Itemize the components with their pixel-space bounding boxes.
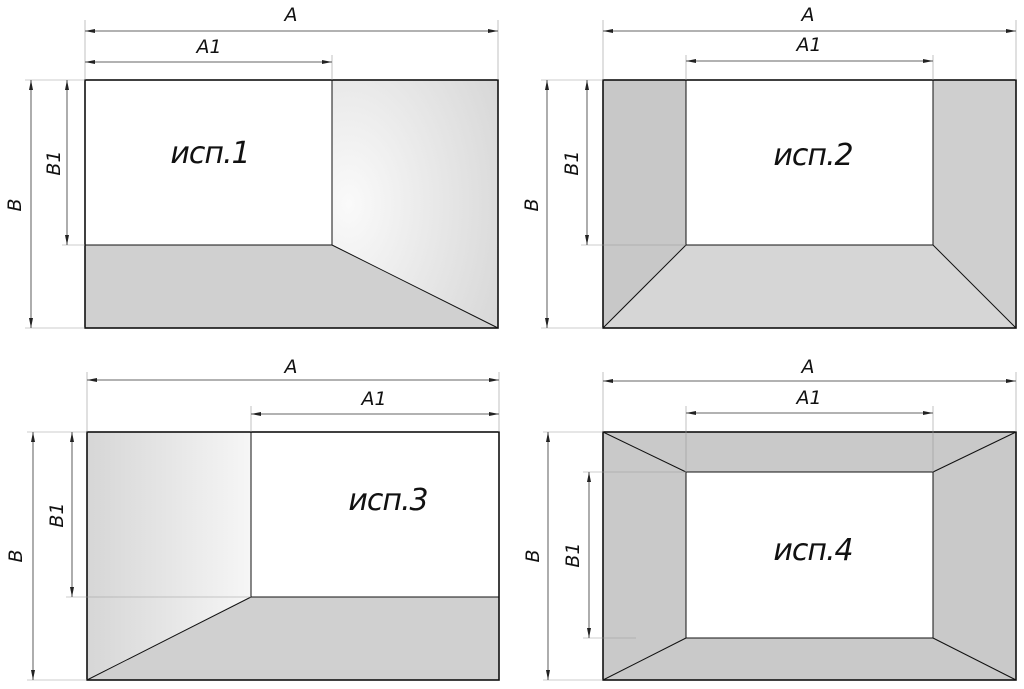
dim-a-label: A <box>283 4 298 26</box>
dim-a1-label: A1 <box>359 388 386 410</box>
dim-b1-label: B1 <box>46 502 68 527</box>
side-face <box>87 432 251 680</box>
outer-outline <box>84 79 499 329</box>
outer-outline <box>86 431 500 681</box>
variant-2: A A1 B B1 исп.2 <box>521 4 1017 329</box>
dim-a-label: A <box>800 356 815 378</box>
dim-b-label: B <box>5 549 27 562</box>
dim-b-label: B <box>521 198 543 211</box>
dim-b1-label: B1 <box>561 150 583 175</box>
variant-label: исп.3 <box>348 483 427 518</box>
variant-3: A A1 B B1 исп.3 <box>5 356 500 681</box>
variant-1: A A1 B B1 исп.1 <box>4 4 499 329</box>
variant-4: A A1 B B1 исп.4 <box>522 356 1017 681</box>
inner-opening <box>685 471 934 639</box>
dim-b1-label: B1 <box>43 150 65 175</box>
side-face <box>332 80 498 328</box>
outer-outline <box>602 431 1017 681</box>
variant-label: исп.1 <box>170 136 249 171</box>
bottom-face <box>85 245 498 328</box>
dim-b1-label: B1 <box>562 542 584 567</box>
dim-a-label: A <box>800 4 815 26</box>
dim-a1-label: A1 <box>194 36 221 58</box>
variant-label: исп.2 <box>773 138 852 173</box>
outer-outline <box>602 79 1017 329</box>
dim-a-label: A <box>283 356 298 378</box>
dim-a1-label: A1 <box>794 387 821 409</box>
bottom-face <box>603 245 1016 328</box>
variant-label: исп.4 <box>773 533 852 568</box>
bottom-face <box>87 597 499 680</box>
dim-b-label: B <box>4 198 26 211</box>
dim-a1-label: A1 <box>794 34 821 56</box>
dim-b-label: B <box>522 549 544 562</box>
